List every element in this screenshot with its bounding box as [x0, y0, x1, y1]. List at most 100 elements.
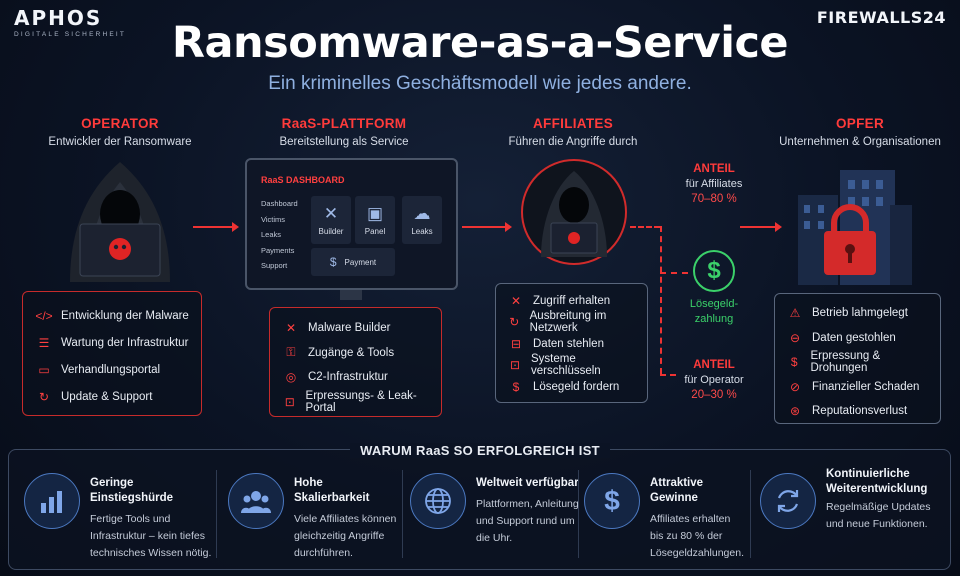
operator-hacker-illustration: [50, 152, 190, 282]
victims-heading: OPFER: [835, 116, 884, 131]
aphos-logo-tagline: DIGITALE SICHERHEIT: [14, 31, 127, 38]
dollar-icon: $: [329, 255, 337, 269]
chat-icon: ▭: [38, 362, 50, 377]
tools-icon: ✕: [323, 204, 339, 223]
feature-profits: $ Attraktive Gewinne Affiliates erhalten…: [584, 464, 754, 564]
why-raas-heading: WARUM RaaS SO ERFOLGREICH IST: [350, 443, 610, 458]
why-raas-heading-wrap: WARUM RaaS SO ERFOLGREICH IST: [0, 442, 960, 460]
platform-item: ⚿Zugänge & Tools: [280, 341, 431, 366]
feature-low-barrier: Geringe Einstiegshürde Fertige Tools und…: [24, 464, 214, 564]
feature-divider: [402, 470, 403, 558]
victim-impact-item: $Erpressung & Drohungen: [784, 350, 931, 375]
operator-item-label: Update & Support: [61, 390, 153, 403]
affiliate-share-heading: ANTEIL: [693, 163, 735, 175]
victim-impact-item: ⊘ Finanzieller Schaden: [784, 375, 931, 400]
damage-icon: ⊘: [789, 379, 801, 394]
page-title: Ransomware-as-a-Service: [171, 18, 789, 68]
affiliate-step: ⊡ Systeme verschlüsseln: [505, 353, 638, 378]
encrypt-icon: ⊡: [509, 358, 521, 373]
platform-feature-list: ✕Malware Builder ⚿Zugänge & Tools ◎C2-In…: [269, 307, 442, 417]
victim-impact-label: Erpressung & Drohungen: [810, 350, 881, 375]
operator-heading: OPERATOR: [81, 116, 159, 131]
operator-item-label: Verhandlungsportal: [61, 363, 161, 376]
dashed-line-to-operator-share: [660, 374, 676, 376]
feature-divider: [216, 470, 217, 558]
feature-divider: [750, 470, 751, 558]
dashboard-menu-item: Leaks: [261, 230, 282, 239]
operator-task-list: </> Entwicklung der Malware ☰Wartung der …: [22, 291, 202, 416]
platform-item: ⊡Erpressungs- & Leak-Portal: [280, 390, 431, 415]
dashboard-tile-leaks: ☁Leaks: [402, 196, 442, 244]
operator-item: </> Entwicklung der Malware: [33, 302, 191, 329]
feature-title: Hohe Skalierbarkeit: [294, 477, 370, 504]
page-subtitle: Ein kriminelles Geschäftsmodell wie jede…: [268, 73, 692, 94]
victims-header: OPFER Unternehmen & Organisationen: [760, 116, 960, 148]
dashboard-menu-item: Dashboard: [261, 199, 298, 208]
users-icon: [228, 473, 284, 529]
operator-header: OPERATOR Entwickler der Ransomware: [20, 116, 220, 148]
network-icon: ↻: [509, 315, 520, 330]
data-stolen-icon: ⊖: [789, 330, 801, 345]
code-icon: </>: [35, 308, 53, 323]
monitor-stand: [340, 290, 362, 300]
feature-title: Attraktive Gewinne: [650, 477, 704, 504]
operator-subheading: Entwickler der Ransomware: [48, 136, 192, 148]
victim-impact-item: ⊛Reputationsverlust: [784, 399, 931, 424]
feature-development: Kontinuierliche Weiterentwicklung Regelm…: [760, 464, 946, 564]
dashboard-tile-builder: ✕ Builder: [311, 196, 351, 244]
victim-impact-label: Finanzieller Schaden: [812, 380, 920, 393]
raas-dashboard-monitor: RaaS DASHBOARD Dashboard Victims Leaks P…: [245, 158, 458, 290]
affiliates-subheading: Führen die Angriffe durch: [508, 136, 638, 148]
operator-item: ▭ Verhandlungsportal: [33, 356, 191, 383]
affiliate-step-label: Systeme verschlüsseln: [531, 353, 601, 378]
flow-arrow-to-victims: [740, 222, 782, 232]
affiliate-attack-steps: ✕Zugriff erhalten ↻Ausbreitung im Netzwe…: [495, 283, 648, 403]
ransom-payment-dollar-icon: $: [693, 250, 735, 292]
platform-item: ◎ C2-Infrastruktur: [280, 365, 431, 390]
server-icon: ☰: [38, 335, 50, 350]
refresh-icon: ↻: [38, 389, 50, 404]
dashboard-tile-payment: $ Payment: [311, 248, 395, 276]
affiliates-header: AFFILIATES Führen die Angriffe durch: [473, 116, 673, 148]
operator-item: ☰Wartung der Infrastruktur: [33, 329, 191, 356]
feature-description: Viele Affiliates können gleichzeitig Ang…: [294, 513, 397, 559]
c2-icon: ◎: [285, 370, 297, 385]
victim-impact-label: Reputationsverlust: [812, 405, 908, 418]
victims-subheading: Unternehmen & Organisationen: [779, 136, 941, 148]
affiliate-step: $ Lösegeld fordern: [505, 376, 638, 398]
globe-icon: [410, 473, 466, 529]
operator-item-label: Entwicklung der Malware: [61, 309, 189, 322]
feature-title: Geringe Einstiegshürde: [90, 477, 174, 504]
aphos-logo-text: APHOS: [14, 6, 103, 30]
cycle-icon: [760, 473, 816, 529]
aphos-logo: APHOS DIGITALE SICHERHEIT: [14, 6, 126, 38]
dashed-line-affiliate-out: [630, 226, 660, 228]
platform-item-label: C2-Infrastruktur: [308, 371, 388, 384]
platform-item-label: Malware Builder: [308, 322, 391, 335]
flow-arrow-platform-affiliates: [462, 222, 512, 232]
affiliate-step-label: Zugriff erhalten: [533, 294, 611, 307]
affiliate-step: ⊟Daten stehlen: [505, 333, 638, 355]
affiliate-step-label: Lösegeld fordern: [533, 380, 620, 393]
affiliate-share: ANTEIL für Affiliates 70–80 %: [664, 163, 764, 205]
bar-chart-icon: [24, 473, 80, 529]
platform-heading: RaaS-PLATTFORM: [281, 116, 407, 131]
dashboard-tile-label: Payment: [344, 257, 377, 267]
dashboard-menu-item: Support: [261, 261, 288, 270]
dashboard-title: RaaS DASHBOARD: [261, 175, 345, 185]
feature-title: Weltweit verfügbar: [476, 477, 579, 489]
dashboard-tile-label: Builder: [318, 227, 344, 236]
dashboard-tile-panel: ▣Panel: [355, 196, 395, 244]
operator-share: ANTEIL für Operator 20–30 %: [664, 359, 764, 401]
feature-description: Fertige Tools und Infrastruktur – kein t…: [90, 513, 212, 559]
platform-subheading: Bereitstellung als Service: [279, 136, 409, 148]
lock-icon: ⊡: [284, 394, 295, 409]
affiliate-share-value: 70–80 %: [691, 193, 737, 205]
ransom-payment-label: Lösegeld- zahlung: [689, 298, 739, 325]
feature-description: Affiliates erhalten bis zu 80 % der Löse…: [650, 513, 744, 559]
operator-item: ↻ Update & Support: [33, 383, 191, 410]
ransom-icon: $: [512, 379, 520, 394]
cloud-icon: ☁: [413, 204, 431, 223]
affiliate-share-sub: für Affiliates: [685, 178, 743, 190]
platform-item-label: Zugänge & Tools: [308, 346, 395, 359]
